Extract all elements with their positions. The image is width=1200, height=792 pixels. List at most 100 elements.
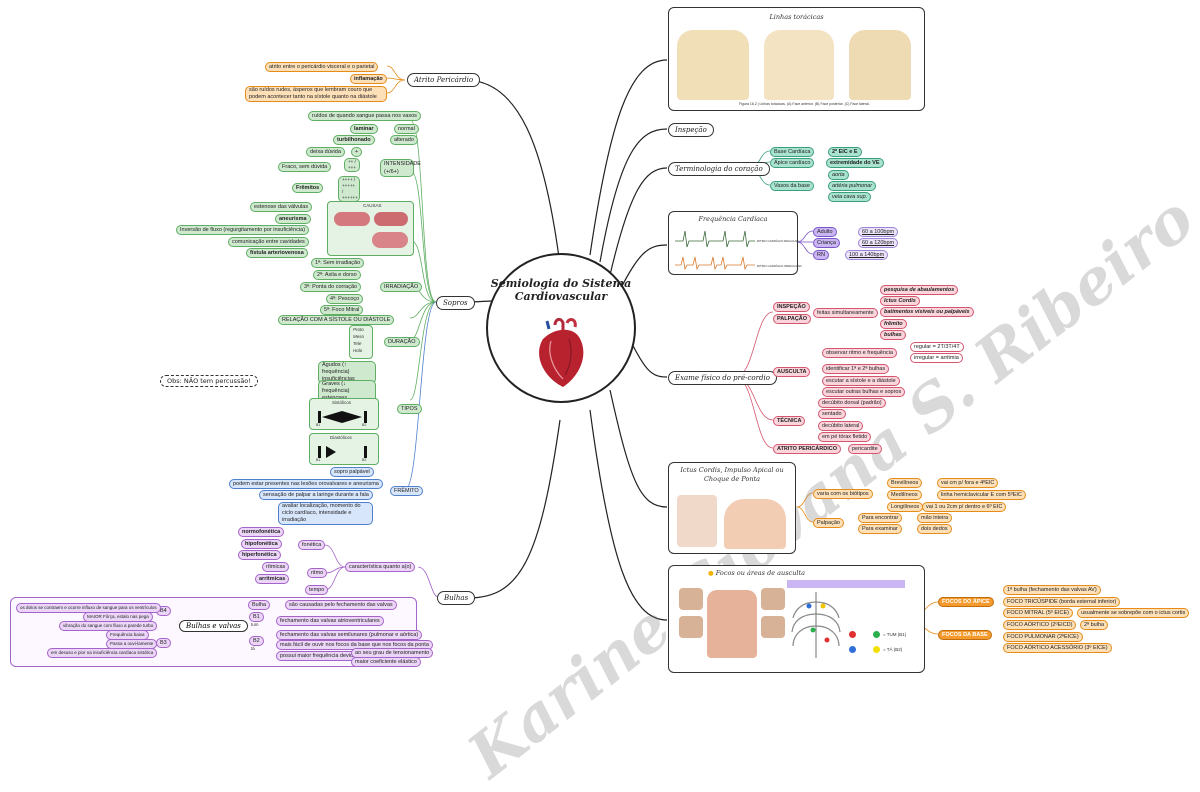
focos-title: ● Focos ou áreas de ausculta [629,569,884,577]
duracao-proto: Proto [353,327,364,332]
bulha-b1-desc: fechamento das valvas atrioventriculares [276,616,384,626]
sopros-intensidade: INTENSIDADE (+/6+) [380,159,421,177]
ictus-longilineos-value: vai 1 ou 2cm p/ dentro e 6º EIC [922,502,1007,512]
vessel-illustration-1 [334,212,370,226]
sopros-plus1: + [351,147,363,157]
bulha-b2-desc3: possui maior frequência devido [276,651,361,661]
ictus-title: Ictus Cordis, Impulso Apical ou Choque d… [680,466,784,483]
exame-feitas: feitas simultaneamente [813,308,878,318]
panel-frequencia: Frequência Cardíaca RITMO CARDÍACO REGUL… [668,211,802,275]
term-base: Base Cardíaca [770,147,815,157]
bulha-b2-desc1: fechamento das valvas semilunares (pulmo… [276,630,423,640]
focos-mitral: FOCO MITRAL (5º EICE) [1003,608,1074,618]
chest-sketch-3 [761,588,785,610]
focos-mitral-note: usualmente se sobrepõe com o ictus corti… [1077,608,1190,618]
exame-escutar2: escutar outras bulhas e sopros [822,387,906,397]
ictus-varia: varia com os biótipos [813,489,873,499]
legend-red-dot [849,631,856,638]
tipos-agudos: Agudos (↑ frequência) insuficiências [318,361,376,384]
torso-anterior-image [677,30,749,100]
exame-escutar1: escutar a sístole e a diástole [822,376,900,386]
sistolicos-b2: B2 [362,423,367,427]
central-node: Semiologia do Sistema Cardiovascular [486,253,636,403]
sopros-fremitos: Frêmitos [292,183,324,193]
note-text: Obs: NÃO tem percussão! [167,377,251,385]
branch-bulhas: Bulhas [437,591,476,605]
note-no-percussion: Obs: NÃO tem percussão! [160,375,258,387]
ictus-mediolineos: Medilíneos [887,490,922,500]
chest-sketch-1 [679,588,703,610]
sopros-deixa-duvida: deixa dúvida [306,147,345,157]
exame-regular: regular = 2T/3T/4T [910,342,964,352]
sopros-turbilhonado: turbilhonado [333,135,375,145]
bulha-b2: B2 [249,636,264,646]
duracao-holo: Holo [353,348,363,353]
sopros-fremito: FRÊMITO [390,486,423,496]
term-vasos-2: artéria pulmonar [828,181,877,191]
sistolicos-b1: B1 [316,423,321,427]
causas-inversao: Inversão de fluxo (regurgitamento por in… [176,225,310,235]
diastolicos-title: Diastólicos [330,435,352,440]
causas-comunicacao: comunicação entre cavidades [228,237,309,247]
duracao-list: Proto Meso Tele Holo [349,325,373,359]
frequencia-title: Frequência Cardíaca [698,215,768,223]
duracao-meso: Meso [353,334,365,339]
branch-sopros-label: Sopros [443,299,468,307]
exame-p5: bulhas [880,330,906,340]
ictus-palpacao: Palpação [813,518,844,528]
exame-p4: frêmito [880,319,907,329]
bulhas-caracteristicas: característica quanto a(o) [345,562,416,572]
bulhas-ritmicas: rítmicas [262,562,290,572]
bulha-b3: B3 [156,638,171,648]
branch-bulhas-label: Bulhas [444,594,469,602]
branch-inspecao-label: Inspeção [675,126,707,134]
bulha-b3-desc3: em desuso e pior na insuficiência cardía… [47,648,158,658]
focos-tricuspide: FOCO TRICÚSPIDE (borda esternal inferior… [1003,597,1121,607]
chest-sketch-2 [679,616,703,638]
sopros-plus23: ++ / +++ [344,158,360,172]
term-apice: Ápice cardíaco [770,158,815,168]
branch-atrito-label: Atrito Pericárdio [414,76,474,84]
term-vasos-3: veia cava sup. [828,192,872,202]
ictus-brevilineos: Brevilíneos [887,478,923,488]
torso-posterior-image [764,30,834,100]
atrito-item-2: inflamação [350,74,387,84]
ictus-examinar: Para examinar [858,524,902,534]
bulhas-valvas-label: Bulhas e valvas [186,622,241,630]
bulha-b2-desc5: maior coeficiente elástico [351,657,421,667]
legend-blue-dot [849,646,856,653]
focos-acessorio: FOCO AÓRTICO ACESSÓRIO (3º EICE) [1003,643,1112,653]
focos-aortico: FOCO AÓRTICO (2ºEICD) [1003,620,1077,630]
freq-rn: RN [813,250,829,260]
freq-crianca-value: 60 a 120bpm [858,238,899,248]
exame-t2: sentado [818,409,846,419]
irradiacao-3: 3ª: Ponta do corração [300,282,362,292]
exame-atrito: ATRITO PERICÁRDICO [773,444,841,454]
branch-exame-label: Exame físico do pré-cordio [675,374,770,382]
duracao-tele: Tele [353,341,362,346]
heart-illustration [539,317,584,387]
branch-terminologia: Terminologia do coração [668,162,770,176]
chest-sketch-4 [761,616,785,638]
irradiacao-4: 4ª: Pescoço [326,294,364,304]
chest-main-illustration [707,590,757,658]
bulhas-ritmo: ritmo [307,568,328,578]
fremito-2: podem estar presentes nas lesões orovalv… [229,479,383,489]
ictus-encontrar-value: mão inteira [917,513,953,523]
ecg-irregular-label: RITMO CARDÍACO IRREGULAR [757,264,802,268]
freq-rn-value: 100 a 140bpm [845,250,889,260]
legend-tum: = TUM (B1) [883,632,907,637]
focos-title-text: Focos ou áreas de ausculta [715,569,805,577]
linhas-title: Linhas torácicas [769,13,824,21]
vessel-illustration-2 [374,212,408,226]
fremito-3: sensação de palpar a laringe durante a f… [259,490,373,500]
branch-sopros: Sopros [436,296,475,310]
focos-legend: = TUM (B1) = TÁ (B2) [849,628,919,664]
branch-atrito-pericardio: Atrito Pericárdio [407,73,481,87]
diastolicos-b1: B1 [316,458,321,462]
bulhas-fonetica: fonética [298,540,326,550]
exame-t4: em pé tórax fletido [818,432,872,442]
ecg-regular-label: RITMO CARDÍACO REGULAR [757,239,799,243]
term-vasos-1: aorta [828,170,849,180]
focos-apice: FOCOS DO ÁPICE [938,597,994,607]
